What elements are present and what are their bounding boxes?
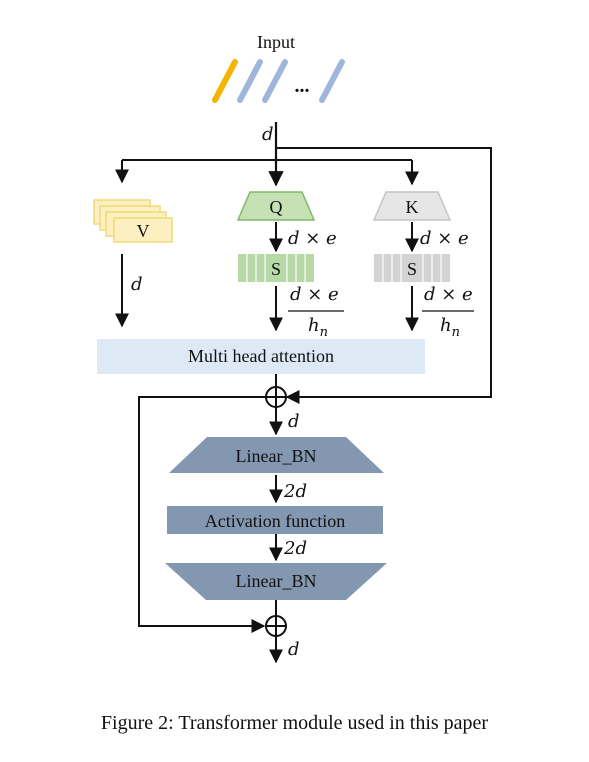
k-label: K [406, 197, 419, 217]
residual-path-1 [276, 147, 492, 404]
mha-block: Multi head attention [97, 339, 425, 374]
linear-bn-2: Linear_BN [165, 563, 387, 600]
figure-caption: Figure 2: Transformer module used in thi… [100, 712, 489, 734]
input-dim-label: d [262, 124, 274, 145]
dim-2d-label-2: 2d [283, 538, 307, 559]
input-token-blue-2 [262, 59, 288, 103]
output-dim-label: d [288, 639, 300, 660]
input-label: Input [257, 32, 295, 52]
gray-frac-den: hn [440, 315, 460, 340]
input-token-orange [212, 59, 238, 103]
mha-label: Multi head attention [188, 346, 334, 366]
v-label: V [137, 221, 150, 241]
add1-dim-label: d [288, 411, 300, 432]
v-dim-label: d [131, 274, 143, 295]
linear-bn-2-label: Linear_BN [236, 571, 317, 591]
linear-bn-1-label: Linear_BN [236, 446, 317, 466]
gray-frac-num: d × e [424, 284, 473, 305]
residual-path-2 [138, 396, 276, 633]
input-token-blue-3 [319, 59, 345, 103]
activation-label: Activation function [205, 511, 345, 531]
green-frac-num: d × e [290, 284, 339, 305]
linear-bn-1: Linear_BN [169, 437, 384, 473]
input-tokens: ... [212, 59, 345, 103]
k-dim-label: d × e [420, 228, 469, 249]
activation-block: Activation function [167, 506, 383, 534]
q-label: Q [270, 197, 283, 217]
green-frac-den: hn [308, 315, 328, 340]
input-ellipsis: ... [295, 75, 310, 97]
add-node-2 [265, 615, 287, 637]
input-token-blue-1 [237, 59, 263, 103]
v-stack: V [93, 199, 173, 243]
q-block: Q [236, 191, 316, 221]
transformer-diagram: Input ... d V Q K d × e d × e [93, 32, 492, 664]
q-dim-label: d × e [288, 228, 337, 249]
s-green-block: S [238, 254, 314, 282]
dim-2d-label-1: 2d [283, 481, 307, 502]
s-gray-block: S [374, 254, 450, 282]
s-green-label: S [271, 259, 281, 279]
s-gray-label: S [407, 259, 417, 279]
k-block: K [372, 191, 452, 221]
